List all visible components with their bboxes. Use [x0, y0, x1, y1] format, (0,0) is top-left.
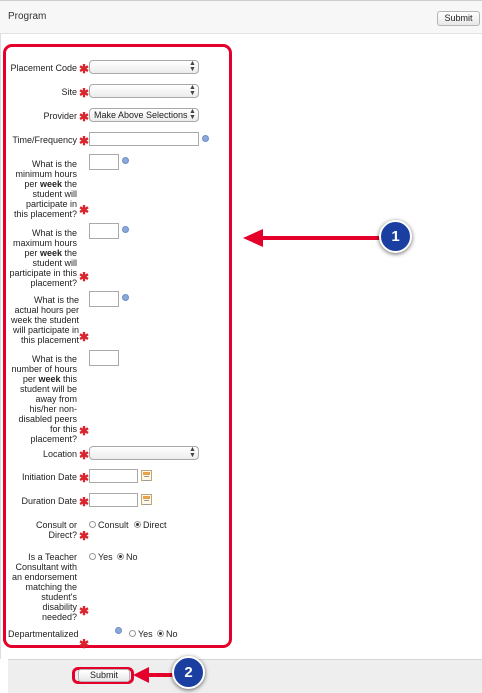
header-submit-button[interactable]: Submit	[437, 11, 480, 26]
callout-badge-2: 2	[172, 656, 205, 689]
annotation-highlight-submit	[72, 667, 134, 684]
time-frequency-label: Time/Frequency	[12, 135, 77, 145]
direct-radio[interactable]	[134, 521, 141, 528]
calendar-icon[interactable]	[141, 494, 152, 505]
page-border	[0, 34, 1, 659]
program-header	[0, 0, 482, 34]
teacher-consultant-yes-radio[interactable]	[89, 553, 96, 560]
min-hours-input[interactable]	[89, 154, 119, 170]
teacher-consultant-label: Is a Teacher Consultant with an endorsem…	[11, 552, 77, 622]
location-label: Location	[42, 449, 77, 459]
select-arrows-icon: ▲▼	[189, 60, 196, 73]
duration-date-label: Duration Date	[21, 496, 77, 506]
required-asterisk-icon: ✱	[79, 604, 90, 618]
initiation-date-input[interactable]	[89, 469, 138, 483]
away-hours-input[interactable]	[89, 350, 119, 366]
duration-date-input[interactable]	[89, 493, 138, 507]
required-asterisk-icon: ✱	[79, 270, 90, 284]
arrow-left-icon	[133, 667, 149, 683]
location-select[interactable]	[89, 446, 199, 460]
help-icon[interactable]	[122, 294, 129, 301]
required-asterisk-icon: ✱	[79, 203, 90, 217]
annotation-highlight-form	[3, 44, 232, 648]
teacher-consultant-no-radio[interactable]	[117, 553, 124, 560]
required-asterisk-icon: ✱	[79, 448, 90, 462]
site-select[interactable]	[89, 84, 199, 98]
consult-direct-label: Consult or Direct?	[35, 520, 77, 540]
site-label: Site	[61, 87, 77, 97]
callout-badge-1: 1	[379, 220, 412, 253]
required-asterisk-icon: ✱	[79, 134, 90, 148]
actual-hours-input[interactable]	[89, 291, 119, 307]
select-arrows-icon: ▲▼	[189, 446, 196, 459]
teacher-consultant-yes-label: Yes	[98, 552, 113, 562]
provider-select-arrows[interactable]: ▲▼	[89, 108, 199, 122]
help-icon[interactable]	[202, 135, 209, 142]
departmentalized-no-radio[interactable]	[157, 630, 164, 637]
departmentalized-yes-label: Yes	[138, 629, 153, 639]
teacher-consultant-no-label: No	[126, 552, 138, 562]
provider-label: Provider	[43, 111, 77, 121]
help-icon[interactable]	[115, 627, 122, 634]
consult-radio[interactable]	[89, 521, 96, 528]
select-arrows-icon: ▲▼	[189, 84, 196, 97]
away-hours-label: What is the number of hours per week thi…	[11, 354, 77, 444]
footer-submit-button[interactable]: Submit	[78, 669, 130, 682]
consult-radio-label: Consult	[98, 520, 129, 530]
provider-select[interactable]: Make Above Selections	[89, 108, 199, 122]
callout-2-arrow-line	[145, 673, 175, 677]
required-asterisk-icon: ✱	[79, 637, 90, 651]
help-icon[interactable]	[122, 157, 129, 164]
time-frequency-input[interactable]	[89, 132, 199, 146]
initiation-date-label: Initiation Date	[21, 472, 77, 482]
max-hours-label: What is the maximum hours per week the s…	[9, 228, 77, 288]
placement-code-select[interactable]	[89, 60, 199, 74]
calendar-icon[interactable]	[141, 470, 152, 481]
required-asterisk-icon: ✱	[79, 86, 90, 100]
help-icon[interactable]	[122, 226, 129, 233]
max-hours-input[interactable]	[89, 223, 119, 239]
departmentalized-no-label: No	[166, 629, 178, 639]
required-asterisk-icon: ✱	[79, 330, 90, 344]
arrow-left-icon	[243, 229, 263, 247]
required-asterisk-icon: ✱	[79, 529, 90, 543]
site-select-arrows[interactable]: ▲▼	[89, 84, 199, 98]
callout-1-arrow-line	[258, 236, 380, 240]
actual-hours-label: What is the actual hours per week the st…	[10, 295, 79, 345]
required-asterisk-icon: ✱	[79, 424, 90, 438]
page-title: Program	[8, 11, 47, 22]
required-asterisk-icon: ✱	[79, 62, 90, 76]
select-arrows-icon: ▲▼	[189, 108, 196, 121]
location-select-arrows[interactable]: ▲▼	[89, 446, 199, 460]
placement-code-select-arrows[interactable]: ▲▼	[89, 60, 199, 74]
departmentalized-label: Departmentalized	[8, 629, 79, 639]
required-asterisk-icon: ✱	[79, 110, 90, 124]
min-hours-label: What is the minimum hours per week the s…	[13, 159, 77, 219]
placement-code-label: Placement Code	[10, 63, 77, 73]
departmentalized-yes-radio[interactable]	[129, 630, 136, 637]
direct-radio-label: Direct	[143, 520, 167, 530]
required-asterisk-icon: ✱	[79, 471, 90, 485]
required-asterisk-icon: ✱	[79, 495, 90, 509]
